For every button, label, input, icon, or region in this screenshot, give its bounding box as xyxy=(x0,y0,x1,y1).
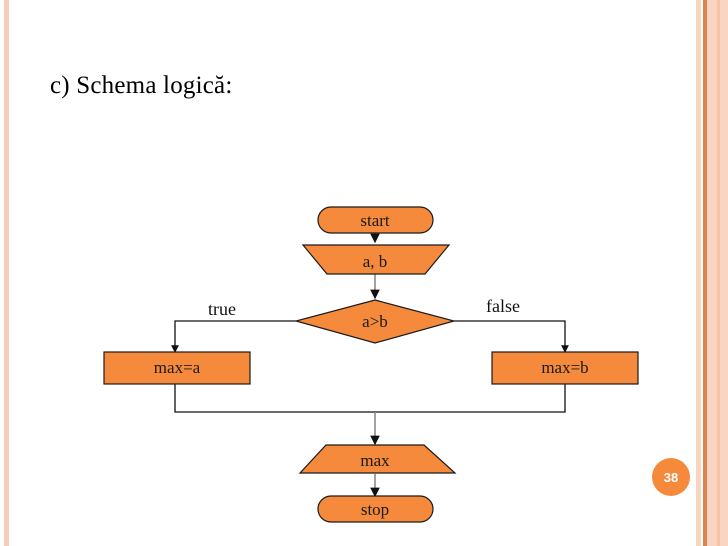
output-shape xyxy=(298,444,457,474)
stop-shape xyxy=(317,495,434,523)
edge-merge-bar xyxy=(174,384,566,413)
node-stop-label: stop xyxy=(361,500,389,519)
right-border-stripe-outer xyxy=(696,0,701,546)
decision-shape xyxy=(293,299,457,344)
node-input[interactable]: a, b xyxy=(301,244,451,275)
edge-decision-true-to-maxa xyxy=(171,320,296,354)
maxa-shape xyxy=(103,351,251,385)
node-maxa[interactable]: max=a xyxy=(103,351,251,385)
start-shape xyxy=(317,206,434,234)
node-decision[interactable]: a>b xyxy=(293,299,457,344)
node-input-label: a, b xyxy=(363,252,388,271)
right-border-stripe-accent xyxy=(703,0,707,546)
node-output-label: max xyxy=(360,451,390,470)
edge-decision-false-to-maxb xyxy=(454,320,569,354)
page-title: c) Schema logică: xyxy=(50,72,233,99)
node-maxb[interactable]: max=b xyxy=(491,351,639,385)
node-maxb-label: max=b xyxy=(541,358,588,377)
node-maxa-label: max=a xyxy=(154,358,201,377)
maxb-shape xyxy=(491,351,639,385)
input-shape xyxy=(301,244,451,275)
left-border-stripe xyxy=(4,0,9,546)
page-number-badge: 38 xyxy=(652,458,690,496)
node-start[interactable]: start xyxy=(317,206,434,234)
node-stop[interactable]: stop xyxy=(317,495,434,523)
node-start-label: start xyxy=(360,211,390,230)
right-border-stripe-inner xyxy=(717,0,720,546)
edge-label-true: true xyxy=(208,299,236,319)
node-decision-label: a>b xyxy=(362,312,388,331)
node-output[interactable]: max xyxy=(298,444,457,474)
edge-label-false: false xyxy=(486,296,520,316)
